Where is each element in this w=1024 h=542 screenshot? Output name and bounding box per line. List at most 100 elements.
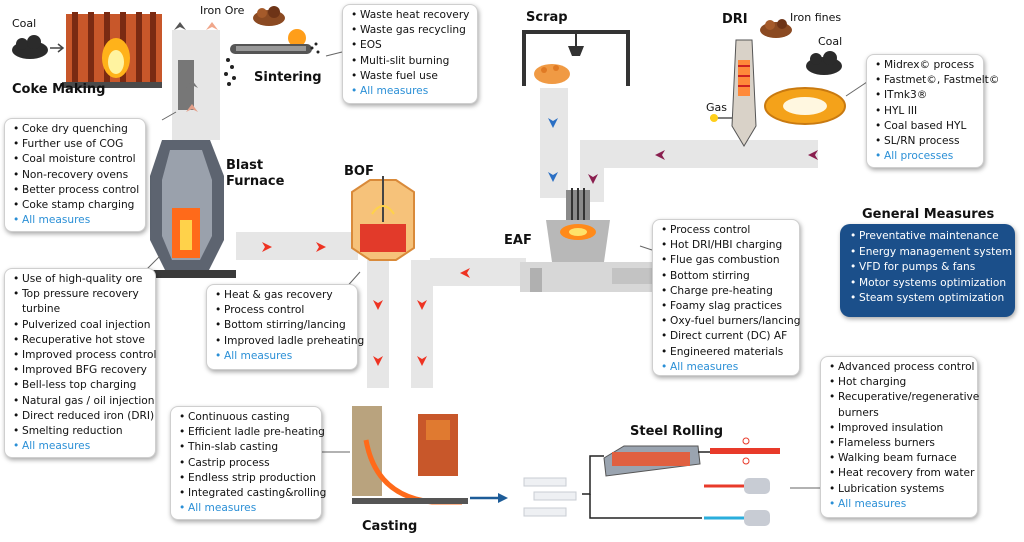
coke-making-measure-item: Better process control [13, 183, 139, 198]
casting-measure-item: Efficient ladle pre-heating [179, 425, 325, 440]
blast-furnace-measures-list: Use of high-quality oreTop pressure reco… [13, 272, 156, 455]
general-measures-box: Preventative maintenanceEnergy managemen… [840, 224, 1015, 317]
sintering-title: Sintering [254, 70, 322, 85]
rolling-measure-item: Flameless burners [829, 436, 969, 451]
casting-title: Casting [362, 519, 418, 534]
bof-title: BOF [344, 164, 374, 179]
reheating-furnace-illustration [603, 445, 701, 477]
steel-rolling-title: Steel Rolling [630, 424, 724, 439]
sintering-all-link[interactable]: All measures [351, 84, 469, 99]
general-measure-item: Energy management system [850, 245, 1012, 261]
general-measures-title: General Measures [862, 207, 995, 222]
rolling-measures-list: Advanced process controlHot chargingRecu… [829, 360, 979, 512]
dri-measure-item: Fastmet©, Fastmelt© [875, 73, 999, 88]
blast-furnace-measure-item: Use of high-quality ore [13, 272, 147, 287]
iron-ore-label: Iron Ore [200, 4, 245, 17]
coke-making-measure-item: Further use of COG [13, 137, 137, 152]
rolling-measure-item: Lubrication systems [829, 482, 969, 497]
rolling-measure-item: Improved insulation [829, 421, 969, 436]
scrap-title: Scrap [526, 10, 568, 25]
bof-measure-item: Improved ladle preheating [215, 334, 364, 349]
rolling-measure-item: Walking beam furnace [829, 451, 969, 466]
iron-ore-pile-icon [253, 6, 285, 26]
rolling-all-link[interactable]: All measures [829, 497, 969, 512]
sintering-measure-item: Waste fuel use [351, 69, 469, 84]
bof-all-link[interactable]: All measures [215, 349, 349, 364]
casting-measure-item: Endless strip production [179, 471, 316, 486]
blast-furnace-measure-item: Pulverized coal injection [13, 318, 150, 333]
coke-oven-illustration [62, 12, 162, 88]
blast-furnace-all-link[interactable]: All measures [13, 439, 147, 454]
band-scrap-down [540, 88, 568, 198]
bof-vessel-illustration [351, 176, 415, 261]
eaf-measure-item: Hot DRI/HBI charging [661, 238, 791, 253]
rolling-lines [582, 451, 710, 519]
band-bf-to-bof [236, 232, 358, 260]
sintering-measure-item: Waste heat recovery [351, 8, 469, 23]
general-measure-item: Preventative maintenance [850, 229, 1005, 245]
casting-measure-item: Thin-slab casting [179, 440, 313, 455]
casting-all-link[interactable]: All measures [179, 501, 313, 516]
eaf-illustration [520, 188, 670, 292]
bof-measure-item: Process control [215, 303, 349, 318]
coal-pile-icon [12, 35, 48, 59]
coke-making-all-link[interactable]: All measures [13, 213, 137, 228]
eaf-measures-list: Process controlHot DRI/HBI chargingFlue … [661, 223, 800, 375]
coke-making-measure-item: Coke stamp charging [13, 198, 137, 213]
eaf-measure-item: Direct current (DC) AF [661, 329, 791, 344]
rolling-products-illustration [704, 437, 780, 526]
iron-fines-label: Iron fines [790, 11, 842, 24]
scrap-crane-illustration [522, 30, 630, 86]
coke-making-measures-list: Coke dry quenchingFurther use of COGCoal… [13, 122, 139, 229]
blast-furnace-measure-item: Recuperative hot stove [13, 333, 147, 348]
casting-measures-box: Continuous castingEfficient ladle pre-he… [170, 406, 326, 520]
blast-furnace-measure-item: Improved BFG recovery [13, 363, 147, 378]
coke-making-measure-item: Coke dry quenching [13, 122, 137, 137]
casting-measures-list: Continuous castingEfficient ladle pre-he… [179, 410, 326, 517]
eaf-measure-item: Process control [661, 223, 791, 238]
dri-measure-item: HYL III [875, 104, 975, 119]
casting-measure-item: Castrip process [179, 456, 313, 471]
sinter-strand-illustration [224, 29, 320, 86]
rolling-measures-box: Advanced process controlHot chargingRecu… [820, 356, 979, 518]
band-bof-down-left [367, 260, 389, 388]
general-measures-list: Preventative maintenanceEnergy managemen… [850, 229, 1012, 307]
blast-furnace-measures-box: Use of high-quality oreTop pressure reco… [4, 268, 156, 458]
blast-furnace-measure-item: Top pressure recovery turbine [13, 287, 147, 317]
dri-all-link[interactable]: All processes [875, 149, 975, 164]
coke-making-measures-box: Coke dry quenchingFurther use of COGCoal… [4, 118, 146, 232]
band-bof-down-right [411, 260, 433, 388]
general-measure-item: Steam system optimization [850, 291, 1005, 307]
eaf-measure-item: Bottom stirring [661, 269, 791, 284]
coal-label: Coal [12, 17, 37, 30]
sintering-measures-box: Waste heat recoveryWaste gas recyclingEO… [342, 4, 478, 104]
casting-measure-item: Integrated casting&rolling [179, 486, 326, 501]
eaf-title: EAF [504, 233, 532, 248]
band-eaf-to-bof [430, 258, 526, 286]
coke-making-measure-item: Non-recovery ovens [13, 168, 137, 183]
dri-measure-item: Midrex© process [875, 58, 975, 73]
coal-dri-label: Coal [818, 35, 843, 48]
blast-furnace-measure-item: Improved process control [13, 348, 156, 363]
iron-fines-pile-icon [760, 19, 792, 38]
rolling-measure-item: Recuperative/regenerative burners [829, 390, 979, 420]
rotary-hearth-illustration [764, 87, 846, 125]
blast-furnace-measure-item: Direct reduced iron (DRI) [13, 409, 154, 424]
eaf-measure-item: Engineered materials [661, 345, 791, 360]
eaf-measure-item: Flue gas combustion [661, 253, 791, 268]
bof-measures-list: Heat & gas recoveryProcess controlBottom… [215, 288, 364, 364]
band-dri-h [580, 140, 818, 168]
sintering-measure-item: Waste gas recycling [351, 23, 469, 38]
blast-furnace-title: Blast Furnace [226, 158, 285, 189]
flow-bands [172, 30, 818, 388]
dri-measure-item: Coal based HYL [875, 119, 975, 134]
eaf-measure-item: Charge pre-heating [661, 284, 791, 299]
coal-arrow [50, 43, 65, 53]
general-measure-item: VFD for pumps & fans [850, 260, 1005, 276]
dri-processes-box: Midrex© processFastmet©, Fastmelt©ITmk3®… [866, 54, 999, 168]
dri-measure-item: SL/RN process [875, 134, 975, 149]
blast-furnace-measure-item: Smelting reduction [13, 424, 147, 439]
eaf-all-link[interactable]: All measures [661, 360, 791, 375]
slabs-illustration [523, 477, 577, 517]
bof-measure-item: Bottom stirring/lancing [215, 318, 349, 333]
